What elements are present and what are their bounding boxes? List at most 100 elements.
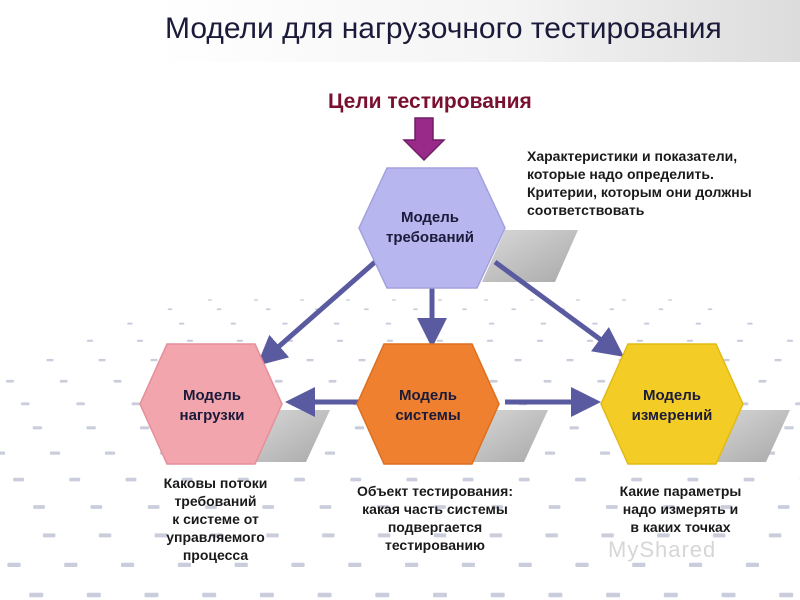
grid-dash xyxy=(33,505,45,509)
grid-dash xyxy=(205,505,217,509)
grid-dash xyxy=(386,339,394,342)
grid-dash xyxy=(265,308,271,311)
grid-dash xyxy=(350,477,362,482)
grid-dash xyxy=(548,592,563,598)
grid-dash xyxy=(514,358,522,362)
grid-dash xyxy=(491,505,504,509)
arrow-to-load xyxy=(256,260,377,366)
grid-dash xyxy=(13,477,24,482)
load-hexagon[interactable] xyxy=(139,343,283,465)
grid-dash xyxy=(438,299,442,301)
grid-dash xyxy=(484,299,488,301)
grid-dash xyxy=(518,477,530,482)
grid-dash xyxy=(319,505,332,509)
grid-dash xyxy=(346,299,350,301)
grid-dash xyxy=(64,562,78,567)
grid-dash xyxy=(721,592,736,598)
grid-dash xyxy=(178,322,185,325)
system-label: Модель системы xyxy=(368,386,488,426)
system-label-line1: Модель xyxy=(398,387,458,404)
grid-dash xyxy=(609,308,615,311)
system-note-line: тестированию xyxy=(384,537,486,553)
grid-dash xyxy=(86,426,96,430)
grid-dash xyxy=(104,451,116,455)
grid-dash xyxy=(0,451,6,455)
measurement-note-line: в каких точках xyxy=(630,519,731,535)
grid-dash xyxy=(76,402,85,406)
load-note-line: требований xyxy=(174,493,257,509)
grid-dash xyxy=(236,339,244,342)
grid-dash xyxy=(154,533,168,538)
grid-dash xyxy=(786,339,794,342)
grid-dash xyxy=(234,562,248,567)
grid-dash xyxy=(59,379,68,383)
grid-dash xyxy=(291,562,305,567)
grid-dash xyxy=(181,477,193,482)
grid-dash xyxy=(98,533,112,538)
requirements-hexagon[interactable] xyxy=(358,167,506,289)
grid-dash xyxy=(784,426,794,430)
grid-dash xyxy=(144,592,159,598)
grid-dash xyxy=(259,592,274,598)
grid-dash xyxy=(643,322,650,325)
watermark: MyShared xyxy=(608,537,717,562)
requirements-note-line: Критерии, которым они должны xyxy=(527,184,752,200)
system-note-line: Объект тестирования: xyxy=(356,483,513,499)
grid-dash xyxy=(237,477,249,482)
grid-dash xyxy=(686,339,694,342)
grid-dash xyxy=(597,379,606,383)
grid-dash xyxy=(210,533,223,538)
grid-dash xyxy=(136,339,144,342)
grid-dash xyxy=(294,477,305,482)
grid-dash xyxy=(601,533,614,538)
grid-dash xyxy=(306,358,314,362)
grid-dash xyxy=(127,322,133,325)
grid-dash xyxy=(324,451,336,455)
grid-dash xyxy=(376,505,389,509)
grid-dash xyxy=(433,592,447,598)
grid-dash xyxy=(436,339,444,342)
measurement-label-line1: Модель xyxy=(642,387,702,404)
requirements-note: Характеристики и показатели, которые над… xyxy=(527,147,797,219)
measurement-label: Модель измерений xyxy=(612,386,732,426)
grid-dash xyxy=(230,322,237,325)
grid-dash xyxy=(461,562,475,567)
grid-dash xyxy=(364,308,369,311)
grid-dash xyxy=(544,451,556,455)
grid-dash xyxy=(566,358,574,362)
measurement-hexagon[interactable] xyxy=(600,343,744,465)
grid-dash xyxy=(758,379,767,383)
grid-dash xyxy=(632,562,646,567)
grid-dash xyxy=(354,426,365,430)
load-note-line: управляемого xyxy=(166,529,265,545)
goal-arrow xyxy=(402,117,446,162)
system-note-line: какая часть системы xyxy=(362,501,508,517)
grid-dash xyxy=(774,358,782,362)
grid-dash xyxy=(687,477,699,482)
grid-dash xyxy=(131,402,141,406)
grid-dash xyxy=(768,533,782,538)
grid-dash xyxy=(486,339,494,342)
measurement-note-line: Какие параметры xyxy=(619,483,742,499)
requirements-note-line: соответствовать xyxy=(527,202,645,218)
grid-dash xyxy=(266,533,279,538)
grid-dash xyxy=(282,322,288,325)
grid-dash xyxy=(254,299,258,301)
grid-dash xyxy=(434,505,446,509)
system-hexagon[interactable] xyxy=(356,343,500,465)
grid-dash xyxy=(202,592,217,598)
grid-dash xyxy=(530,299,534,301)
grid-dash xyxy=(631,477,643,482)
requirements-note-line: Характеристики и показатели, xyxy=(527,148,738,164)
grid-dash xyxy=(413,308,418,311)
load-label-line1: Модель xyxy=(182,387,242,404)
grid-dash xyxy=(490,592,505,598)
grid-dash xyxy=(462,308,467,311)
grid-dash xyxy=(177,562,191,567)
requirements-label-line2: требований xyxy=(386,229,474,246)
goal-label: Цели тестирования xyxy=(328,90,532,113)
grid-dash xyxy=(606,592,621,598)
grid-dash xyxy=(569,426,579,430)
grid-dash xyxy=(186,339,194,342)
